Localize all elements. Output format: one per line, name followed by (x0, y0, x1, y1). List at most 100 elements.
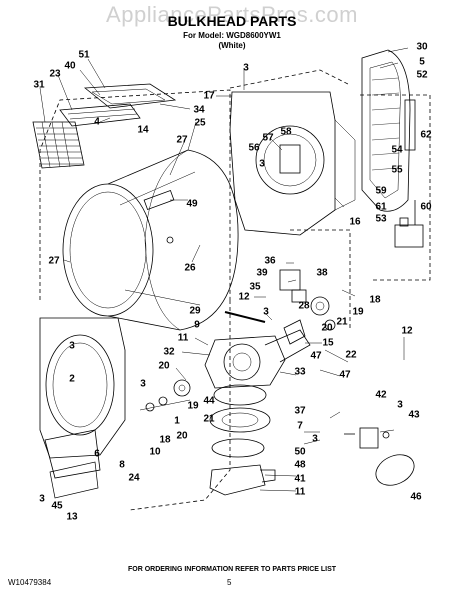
callout-49: 49 (186, 198, 198, 210)
callout-46: 46 (410, 491, 422, 503)
callout-31: 31 (33, 79, 45, 91)
callout-12: 12 (238, 291, 250, 303)
callout-41: 41 (294, 473, 306, 485)
callout-3: 3 (263, 306, 269, 318)
callout-13: 13 (66, 511, 78, 523)
callout-51: 51 (78, 49, 90, 61)
blower-assembly (204, 329, 311, 496)
callout-57: 57 (262, 132, 274, 144)
callout-27: 27 (176, 134, 188, 146)
drum-rollers (139, 379, 191, 412)
lint-housing (59, 83, 177, 127)
drum (62, 149, 239, 331)
callout-53: 53 (375, 213, 387, 225)
callout-42: 42 (375, 389, 387, 401)
callout-11: 11 (177, 332, 189, 344)
callout-20: 20 (176, 430, 188, 442)
callout-54: 54 (391, 144, 403, 156)
callout-30: 30 (416, 41, 428, 53)
footer-note: FOR ORDERING INFORMATION REFER TO PARTS … (127, 566, 337, 573)
callout-38: 38 (316, 267, 328, 279)
assembly-outline (39, 69, 431, 511)
callout-1: 1 (174, 415, 180, 427)
page-number: 5 (227, 578, 232, 587)
callout-40: 40 (64, 60, 76, 72)
callout-48: 48 (294, 459, 306, 471)
callout-3: 3 (312, 433, 318, 445)
callout-50: 50 (294, 446, 306, 458)
callout-19: 19 (352, 306, 364, 318)
callout-16: 16 (349, 216, 361, 228)
callout-23: 23 (49, 68, 61, 80)
callout-17: 17 (203, 90, 215, 102)
callout-20: 20 (321, 322, 333, 334)
motor-area (224, 269, 336, 345)
callout-25: 25 (194, 117, 206, 129)
callout-52: 52 (416, 69, 428, 81)
callout-21: 21 (336, 316, 348, 328)
gas-valve (394, 99, 424, 248)
callout-9: 9 (194, 319, 200, 331)
callout-4: 4 (94, 116, 100, 128)
callout-3: 3 (397, 399, 403, 411)
callout-37: 37 (294, 405, 306, 417)
callout-39: 39 (256, 267, 268, 279)
callout-59: 59 (375, 185, 387, 197)
callout-18: 18 (369, 294, 381, 306)
callout-24: 24 (128, 472, 140, 484)
callout-61: 61 (375, 201, 387, 213)
callout-45: 45 (51, 500, 63, 512)
callout-32: 32 (163, 346, 175, 358)
callout-29: 29 (189, 305, 201, 317)
leader-lines (39, 47, 409, 492)
callout-28: 28 (298, 300, 310, 312)
callout-19: 19 (187, 400, 199, 412)
callout-21: 21 (203, 413, 215, 425)
rear-bulkhead (229, 91, 356, 236)
callout-12: 12 (401, 325, 413, 337)
callout-47: 47 (310, 350, 322, 362)
model-line: For Model: WGD8600YW1 (183, 31, 281, 40)
callout-36: 36 (264, 255, 276, 267)
callout-11: 11 (294, 486, 306, 498)
callout-18: 18 (159, 434, 171, 446)
color-line: (White) (218, 41, 246, 50)
front-bulkhead (39, 317, 126, 499)
callout-58: 58 (280, 126, 292, 138)
callout-3: 3 (39, 493, 45, 505)
callout-14: 14 (137, 124, 149, 136)
callout-22: 22 (345, 349, 357, 361)
callout-33: 33 (294, 366, 306, 378)
heater-housing (361, 49, 411, 212)
lint-screen (32, 121, 85, 169)
callout-35: 35 (249, 281, 261, 293)
callout-60: 60 (420, 201, 432, 213)
doc-number: W10479384 (8, 578, 52, 587)
callout-7: 7 (297, 420, 303, 432)
callout-34: 34 (193, 104, 205, 116)
callout-15: 15 (322, 337, 334, 349)
callout-10: 10 (149, 446, 161, 458)
callout-3: 3 (140, 378, 146, 390)
callout-3: 3 (259, 158, 265, 170)
callout-8: 8 (119, 459, 125, 471)
callout-26: 26 (184, 262, 196, 274)
callout-3: 3 (69, 340, 75, 352)
page-title: BULKHEAD PARTS (167, 13, 297, 29)
callout-20: 20 (158, 360, 170, 372)
callout-6: 6 (94, 448, 100, 460)
callout-62: 62 (420, 129, 432, 141)
callout-3: 3 (243, 62, 249, 74)
thermal-parts (344, 427, 415, 486)
callout-44: 44 (203, 395, 215, 407)
watermark: AppliancePartsPros.com (106, 2, 358, 27)
callout-2: 2 (69, 373, 75, 385)
callout-43: 43 (408, 409, 420, 421)
callout-55: 55 (391, 164, 403, 176)
callout-27: 27 (48, 255, 60, 267)
callout-47: 47 (339, 369, 351, 381)
callout-56: 56 (248, 142, 260, 154)
callout-5: 5 (419, 56, 425, 68)
